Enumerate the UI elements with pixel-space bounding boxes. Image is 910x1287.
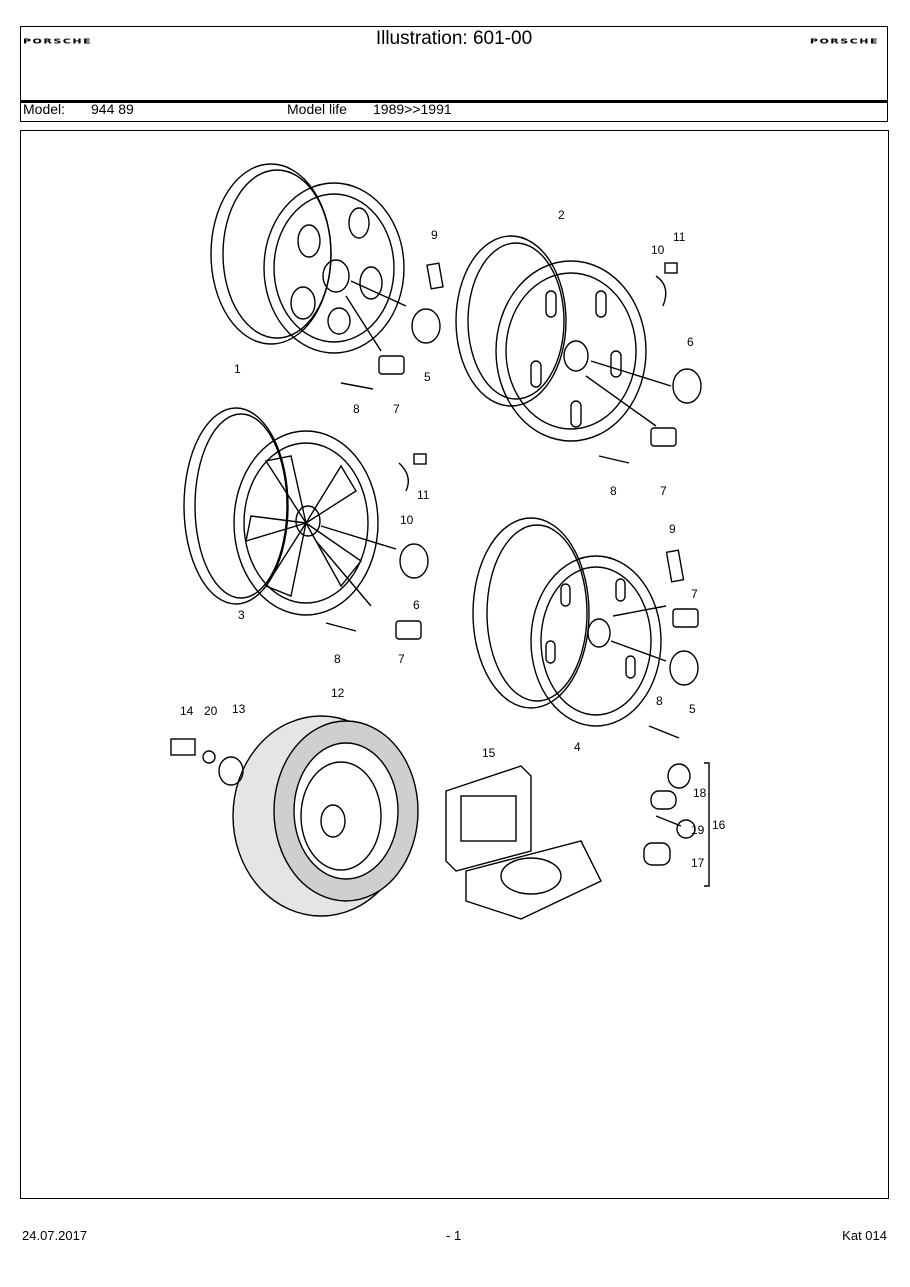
model-value: 944 89	[91, 101, 134, 117]
callout-8c: 8	[334, 652, 341, 666]
spare-tyre-12	[232, 715, 419, 917]
callout-7a: 7	[393, 402, 400, 416]
callout-17: 17	[691, 856, 705, 870]
callout-9b: 9	[669, 522, 676, 536]
callout-5a: 5	[424, 370, 431, 384]
callout-11a: 11	[673, 230, 686, 244]
callout-8a: 8	[353, 402, 360, 416]
callout-1: 1	[234, 362, 241, 376]
footer-page: - 1	[446, 1228, 462, 1243]
footer-date: 24.07.2017	[22, 1228, 88, 1243]
callout-10a: 10	[651, 243, 665, 257]
callout-6b: 6	[413, 598, 420, 612]
callout-7c: 7	[398, 652, 405, 666]
footer-catalog: Kat 014	[842, 1228, 887, 1243]
callout-13: 13	[232, 702, 246, 716]
parts-diagram: 1 2 3 4 5 5 6 6 7 7 7 7 8 8 8 8 9 9 10 1…	[170, 163, 726, 920]
callout-9a: 9	[431, 228, 438, 242]
header-box: PORSCHE Illustration: 601-00 PORSCHE Mod…	[20, 26, 888, 122]
model-life-value: 1989>>1991	[373, 101, 452, 117]
callout-4: 4	[574, 740, 581, 754]
callout-14: 14	[180, 704, 194, 718]
callout-7b: 7	[660, 484, 667, 498]
callout-19: 19	[691, 823, 705, 837]
brand-logo-left: PORSCHE	[23, 37, 93, 46]
header-divider	[21, 100, 887, 103]
lock-set-16	[643, 762, 710, 887]
callout-10b: 10	[400, 513, 414, 527]
callout-6a: 6	[687, 335, 694, 349]
model-life-label: Model life	[287, 101, 347, 117]
wheel-1	[210, 163, 407, 354]
callout-8d: 8	[656, 694, 663, 708]
callout-20: 20	[204, 704, 218, 718]
callout-15: 15	[482, 746, 496, 760]
callout-11b: 11	[417, 488, 430, 502]
callout-12: 12	[331, 686, 345, 700]
small-parts	[170, 262, 702, 786]
wheel-3	[183, 407, 397, 616]
callout-18: 18	[693, 786, 707, 800]
callout-5b: 5	[689, 702, 696, 716]
page-title: Illustration: 601-00	[375, 28, 533, 49]
compressor-case-15	[445, 765, 602, 920]
callout-labels: 1 2 3 4 5 5 6 6 7 7 7 7 8 8 8 8 9 9 10 1…	[180, 208, 726, 870]
brand-logo-right: PORSCHE	[809, 37, 879, 46]
wheel-2	[455, 235, 672, 442]
callout-7d: 7	[691, 587, 698, 601]
callout-3: 3	[238, 608, 245, 622]
callout-8b: 8	[610, 484, 617, 498]
model-label: Model:	[23, 101, 66, 117]
callout-16: 16	[712, 818, 726, 832]
wheel-4	[472, 517, 667, 727]
illustration-frame: 1 2 3 4 5 5 6 6 7 7 7 7 8 8 8 8 9 9 10 1…	[20, 130, 889, 1199]
callout-2: 2	[558, 208, 565, 222]
